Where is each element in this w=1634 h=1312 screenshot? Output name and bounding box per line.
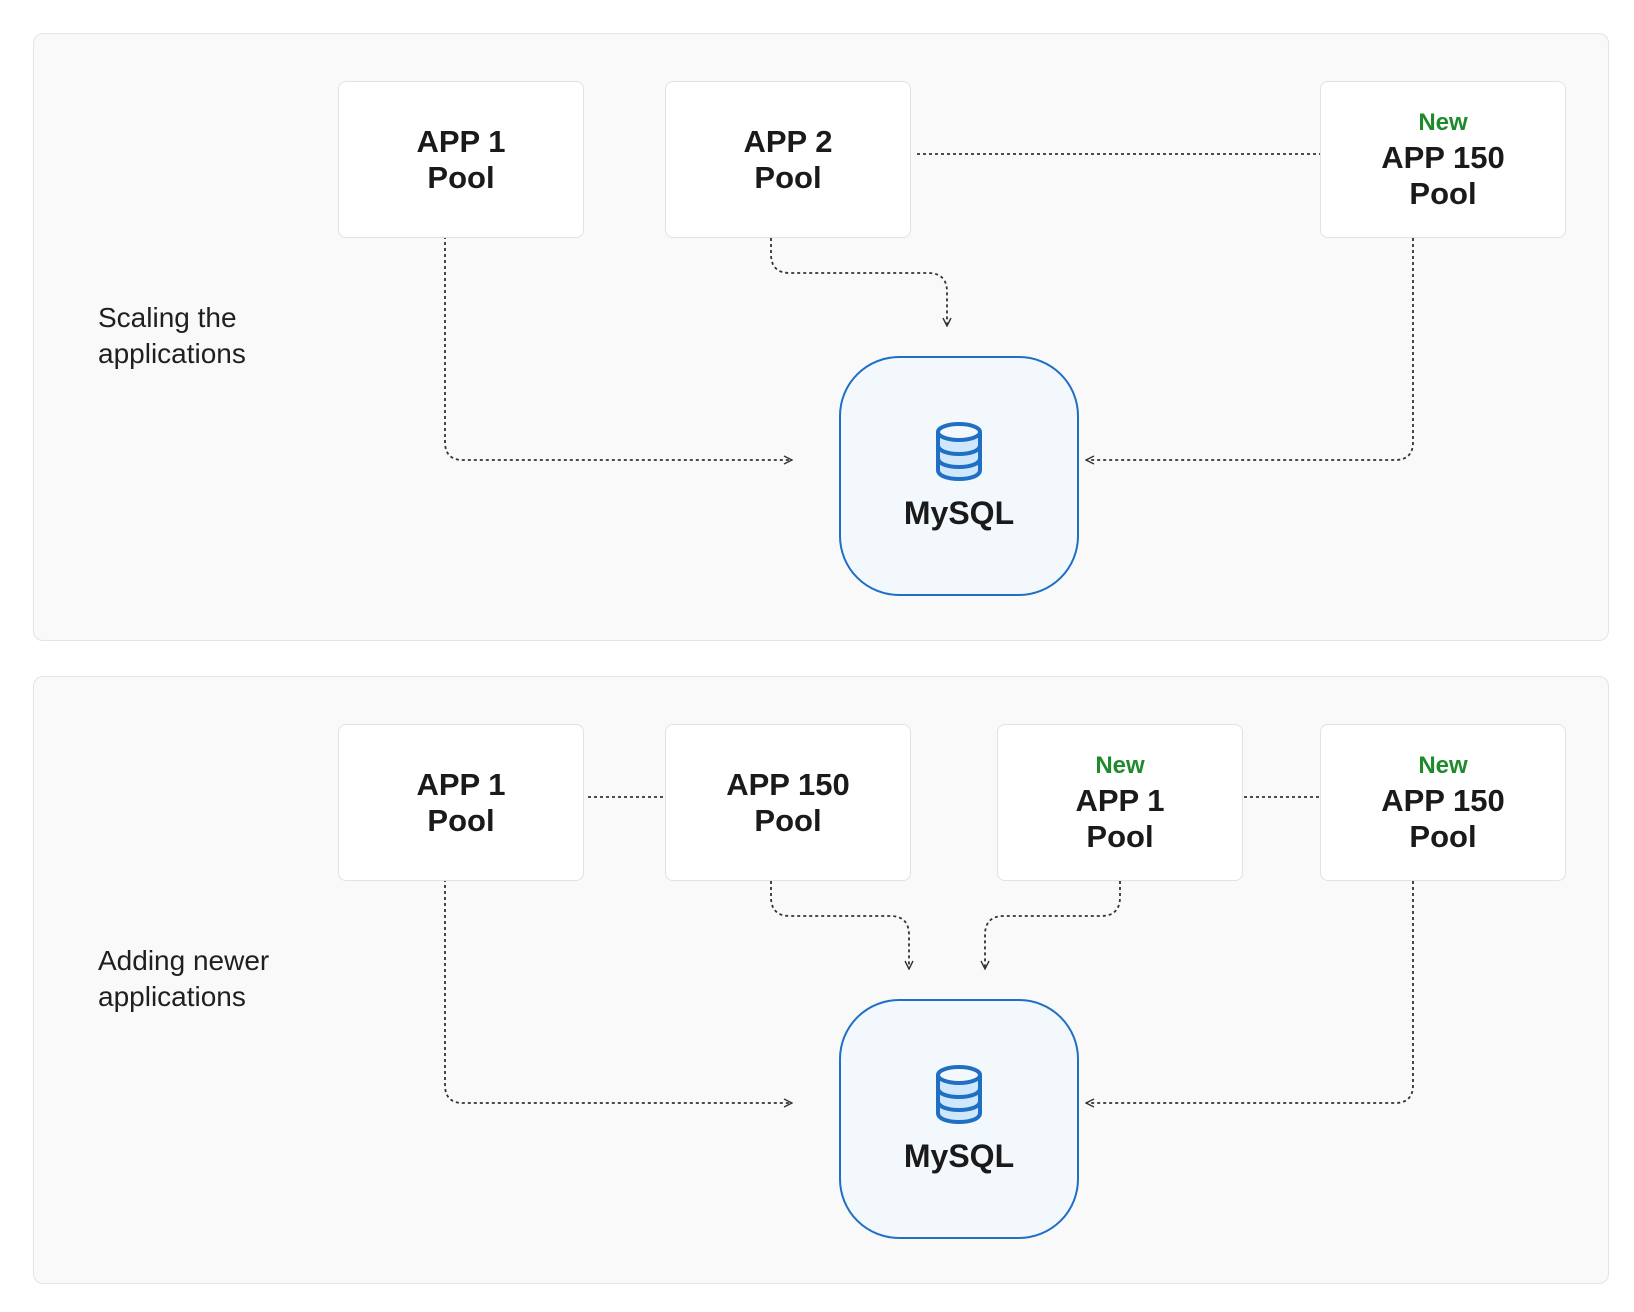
adding-applications-panel: Adding newer applications APP 1 Pool APP <box>33 676 1609 1284</box>
arrow-app1-to-db <box>444 879 792 1103</box>
pool-name: APP 150 <box>1381 139 1505 175</box>
pool-name: APP 1 <box>416 123 506 159</box>
pool-label: Pool <box>1086 818 1154 854</box>
connector-lines <box>444 796 1414 1285</box>
connector-lines <box>444 153 1414 642</box>
mysql-database-node: MySQL <box>839 999 1079 1239</box>
pool-name: APP 150 <box>726 766 850 802</box>
arrow-new-app1-to-db <box>985 881 1121 969</box>
section-label: Adding newer applications <box>98 945 270 1012</box>
pool-card-app2: APP 2 Pool <box>665 81 911 238</box>
mysql-database-node: MySQL <box>839 356 1079 596</box>
new-badge: New <box>1418 108 1468 136</box>
scaling-applications-panel: Scaling the applications APP 1 Pool APP … <box>33 33 1609 641</box>
pool-name: APP 1 <box>1075 782 1165 818</box>
new-badge: New <box>1418 751 1468 779</box>
pool-name: APP 2 <box>743 123 833 159</box>
pool-label: Pool <box>1409 175 1477 211</box>
arrow-app2-to-db <box>770 238 947 326</box>
section-label: Scaling the applications <box>98 302 246 369</box>
arrow-app1-to-db <box>444 236 792 460</box>
pool-card-app150-new: New APP 150 Pool <box>1320 724 1566 881</box>
database-icon <box>936 422 982 481</box>
pool-card-app150-new: New APP 150 Pool <box>1320 81 1566 238</box>
pool-card-app150: APP 150 Pool <box>665 724 911 881</box>
pool-name: APP 1 <box>416 766 506 802</box>
arrow-new-app150-to-db <box>1086 881 1414 1103</box>
pool-label: Pool <box>754 159 822 195</box>
pool-label: Pool <box>427 159 495 195</box>
pool-name: APP 150 <box>1381 782 1505 818</box>
pool-card-app1: APP 1 Pool <box>338 81 584 238</box>
pool-card-app1-new: New APP 1 Pool <box>997 724 1243 881</box>
pool-label: Pool <box>1409 818 1477 854</box>
pool-label: Pool <box>754 802 822 838</box>
database-label: MySQL <box>903 495 1015 531</box>
database-label: MySQL <box>903 1138 1015 1174</box>
arrow-app150-to-db <box>770 881 909 969</box>
pool-card-app1: APP 1 Pool <box>338 724 584 881</box>
pool-label: Pool <box>427 802 495 838</box>
new-badge: New <box>1095 751 1145 779</box>
arrow-app150-to-db <box>1086 238 1414 460</box>
database-icon <box>936 1065 982 1124</box>
